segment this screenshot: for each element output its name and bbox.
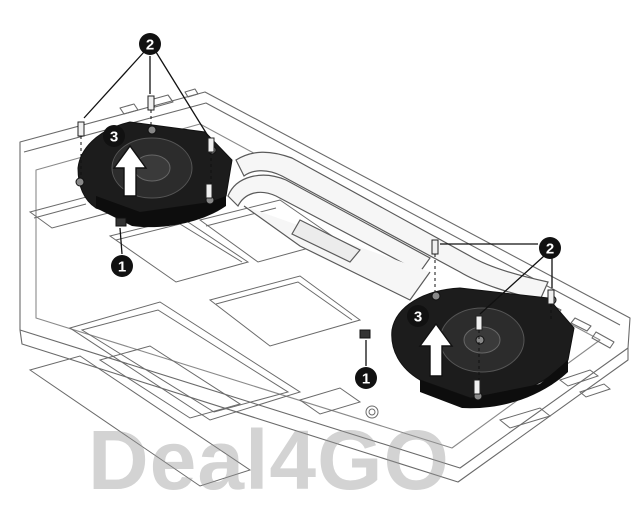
callout-screws-fan-1: 2 [139, 33, 161, 55]
palmrest-area [28, 301, 612, 487]
callout-cable-fan-2: 1 [355, 367, 377, 389]
callout-lift-fan-1: 3 [103, 125, 125, 147]
lift-arrows [112, 144, 454, 377]
callout-lift-fan-2: 3 [407, 305, 429, 327]
screws [77, 95, 555, 395]
screw-guide-lines [80, 110, 552, 380]
fan-2 [359, 287, 575, 409]
svg-text:3: 3 [110, 129, 118, 146]
svg-text:3: 3 [414, 309, 422, 326]
svg-text:1: 1 [118, 259, 126, 276]
svg-text:2: 2 [146, 37, 154, 54]
callout-screws-fan-2: 2 [539, 237, 561, 259]
callout-cable-fan-1: 1 [111, 255, 133, 277]
svg-text:1: 1 [362, 371, 370, 388]
heat-pipe [227, 151, 549, 301]
callout-leaders [83, 51, 553, 366]
svg-text:2: 2 [546, 241, 554, 258]
